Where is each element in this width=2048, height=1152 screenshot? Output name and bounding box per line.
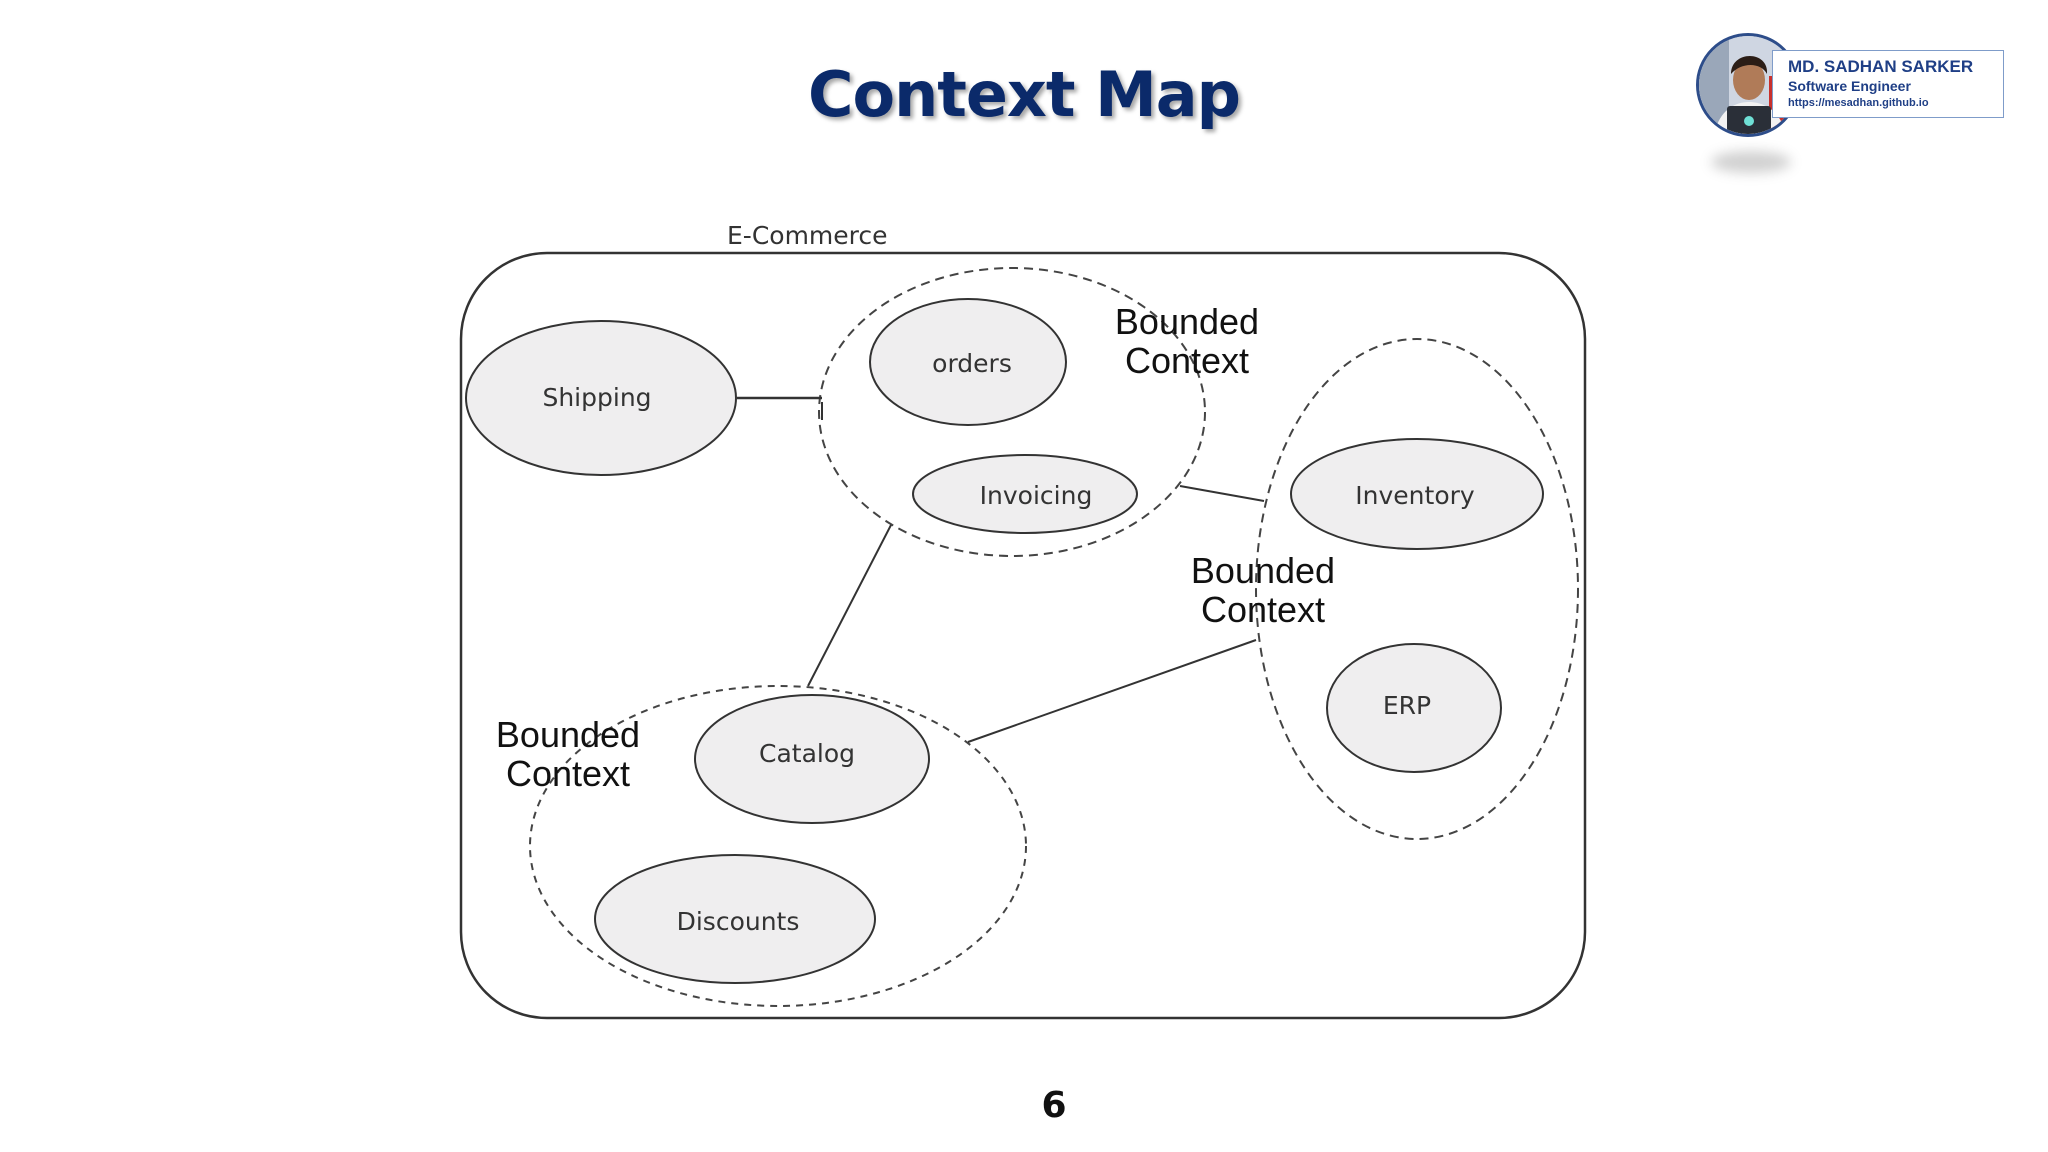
author-role: Software Engineer: [1788, 78, 1911, 94]
erp-label: ERP: [1383, 691, 1431, 720]
author-card: MD. SADHAN SARKER Software Engineer http…: [1696, 33, 2011, 173]
discounts-domain: [594, 854, 876, 984]
author-name: MD. SADHAN SARKER: [1788, 57, 1974, 76]
bounded-context-label-orders-line1: Bounded: [1115, 301, 1259, 342]
invoicing-label: Invoicing: [980, 481, 1093, 510]
invoicing-domain: [912, 454, 1138, 534]
catalog-label: Catalog: [759, 739, 855, 768]
catalog-domain: [694, 694, 930, 824]
catalog-inventory-connector: [967, 639, 1257, 743]
bounded-context-label-orders-line2: Context: [1125, 340, 1249, 381]
inventory-label: Inventory: [1355, 481, 1475, 510]
ecommerce-container: [459, 251, 1587, 1020]
discounts-label: Discounts: [677, 907, 800, 936]
author-info-box: MD. SADHAN SARKER Software Engineer http…: [1772, 50, 2004, 118]
bounded-context-label-inventory-line1: Bounded: [1191, 550, 1335, 591]
erp-domain: [1326, 643, 1502, 773]
inventory-domain: [1290, 438, 1544, 550]
orders-domain: [869, 298, 1067, 426]
avatar-shadow: [1711, 151, 1791, 173]
slide-title: Context Map: [807, 58, 1241, 131]
ecommerce-container-label: E-Commerce: [727, 221, 888, 250]
orders-label: orders: [932, 349, 1012, 378]
bounded-context-label-catalog-line1: Bounded: [496, 714, 640, 755]
page-number: 6: [1041, 1085, 1067, 1126]
bounded-context-label-inventory-line2: Context: [1201, 589, 1325, 630]
inventory-bounded-context-boundary: [1255, 338, 1579, 840]
catalog-bounded-context-boundary: [529, 685, 1027, 1007]
author-url: https://mesadhan.github.io: [1788, 97, 1929, 109]
shipping-label: Shipping: [542, 383, 651, 412]
orders-inventory-connector: [1179, 485, 1265, 502]
orders-catalog-connector: [807, 524, 892, 687]
orders-bounded-context-boundary: [818, 267, 1206, 557]
shipping-domain: [465, 320, 737, 476]
bounded-context-label-catalog-line2: Context: [506, 753, 630, 794]
